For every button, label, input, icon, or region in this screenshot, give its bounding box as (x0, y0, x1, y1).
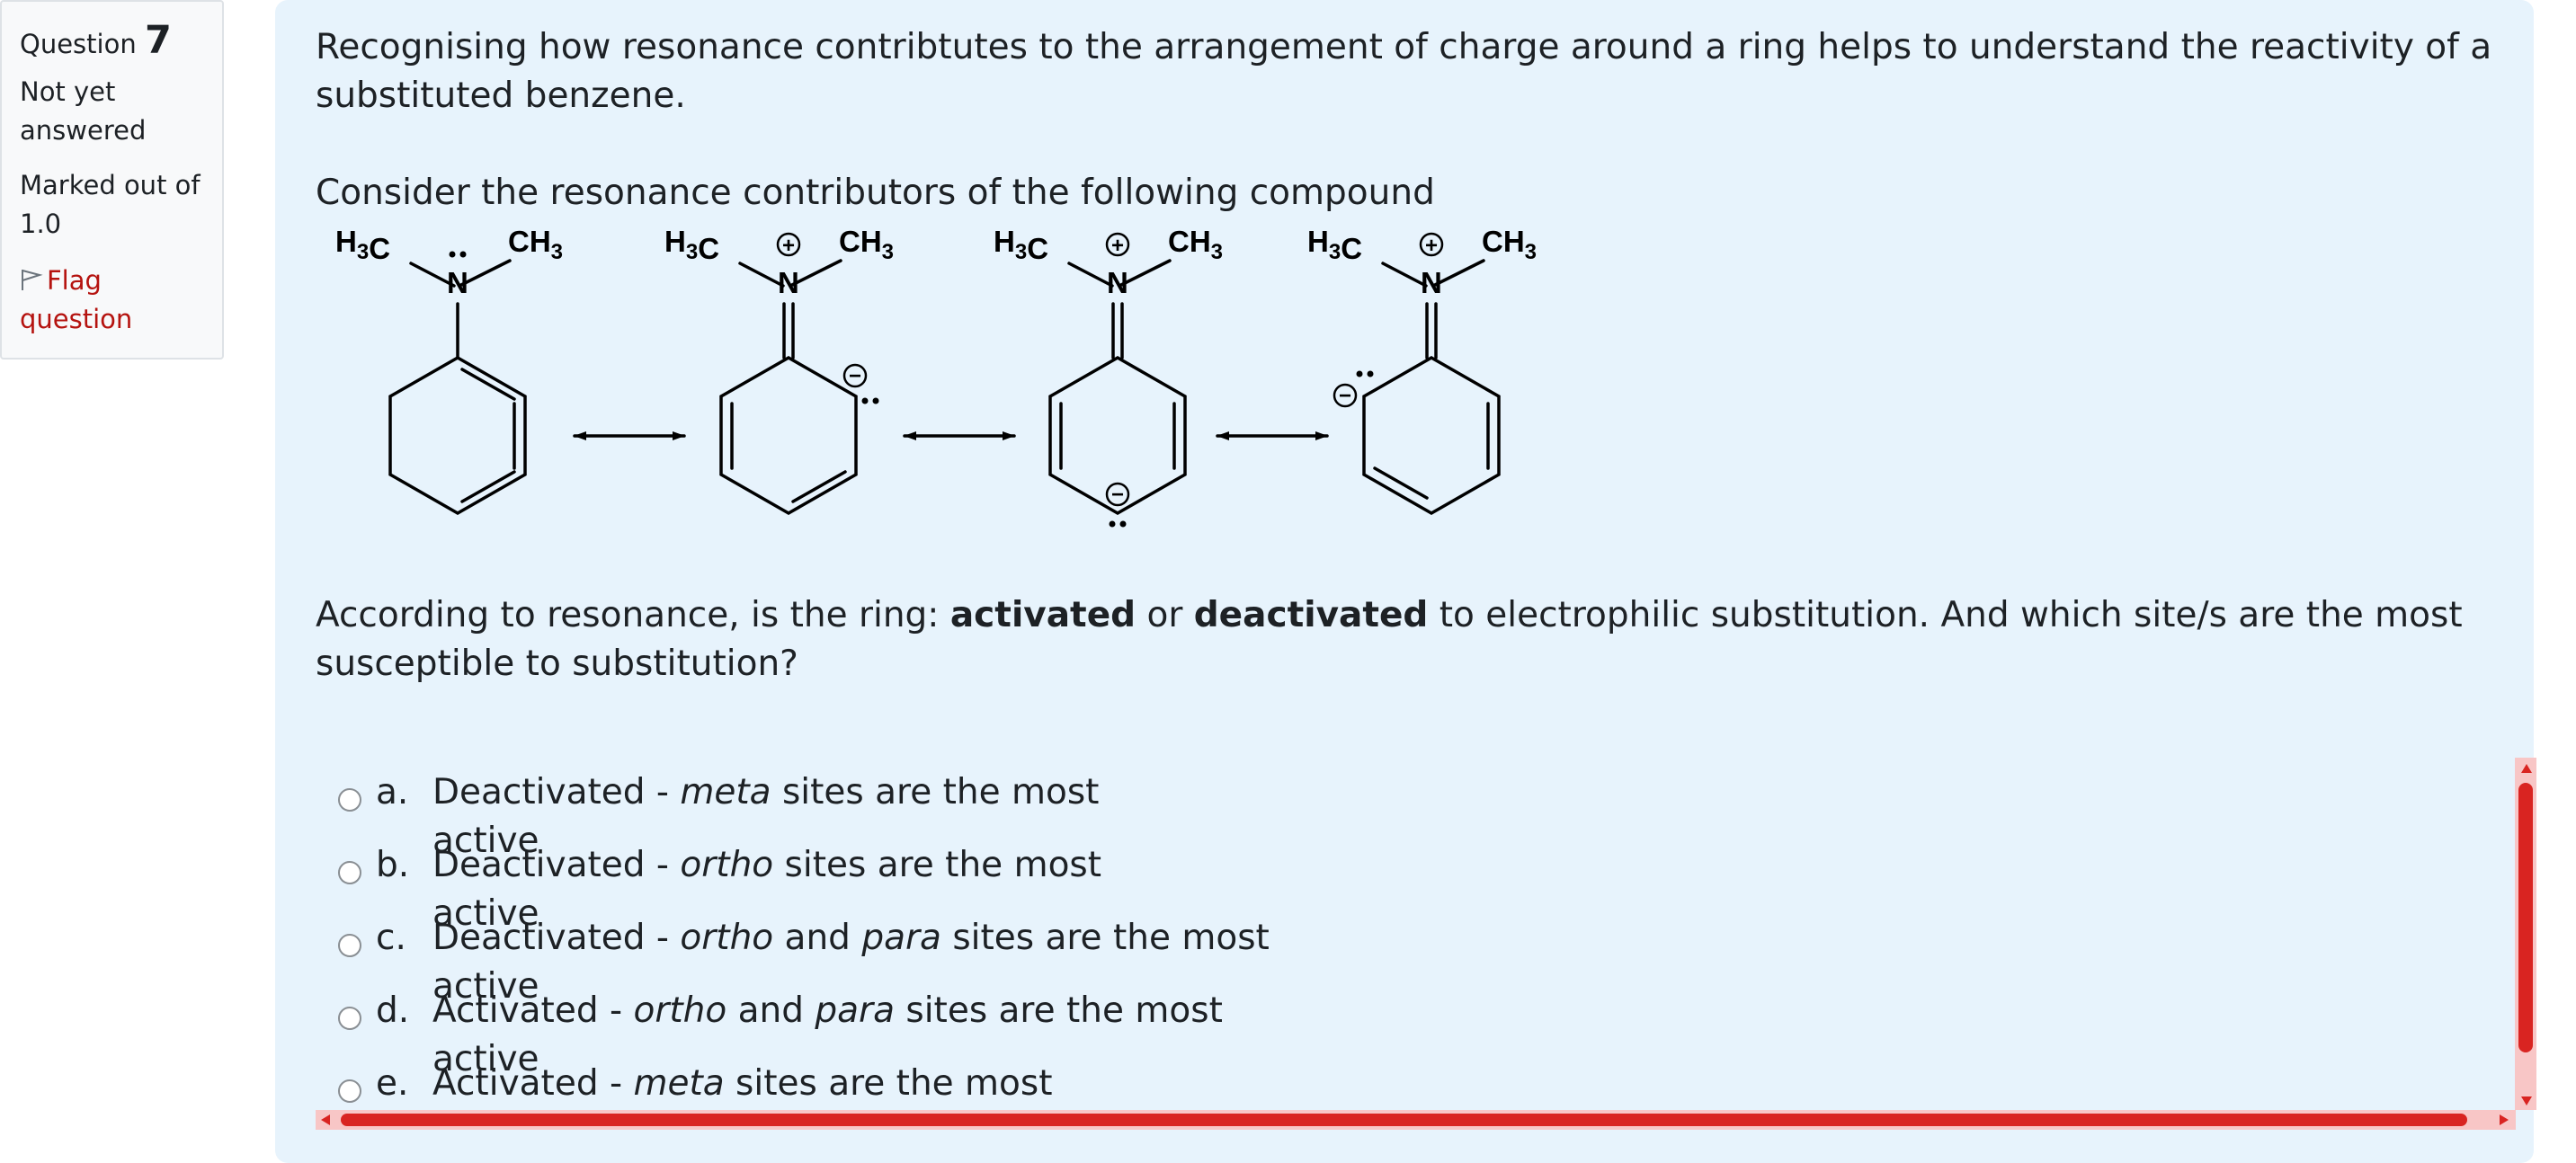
question-number-value: 7 (144, 18, 172, 63)
option-letter: c. (376, 918, 406, 958)
option-d-text-line2: active (432, 1039, 539, 1079)
option-c-text: Deactivated - ortho and para sites are t… (432, 918, 1270, 958)
negative-charge: − (1339, 384, 1351, 408)
flag-question-label: Flag question (20, 265, 133, 334)
ch3-label: CH3 (1168, 225, 1223, 264)
question-info-panel: Question 7 Not yet answered Marked out o… (0, 0, 224, 360)
radio-a[interactable] (338, 788, 361, 812)
n-label: N (1107, 266, 1128, 299)
positive-charge: + (1425, 234, 1438, 258)
option-b-text-line2: active (432, 893, 539, 934)
structure-1 (388, 259, 527, 516)
positive-charge: + (1111, 234, 1124, 258)
prompt-text: or (1136, 595, 1194, 635)
prompt-text: to electrophilic substitution. And which… (316, 595, 2463, 684)
question-number: Question 7 (20, 22, 222, 64)
scroll-left-arrow-icon[interactable] (321, 1114, 330, 1125)
scroll-down-arrow-icon[interactable] (2521, 1096, 2532, 1105)
flag-question-link[interactable]: Flag question (20, 262, 222, 339)
prompt-text: According to resonance, is the ring: (316, 595, 950, 635)
ch3-label: CH3 (839, 225, 894, 264)
vertical-scroll-thumb[interactable] (2518, 783, 2533, 1052)
answer-options[interactable]: a. Deactivated - meta sites are the most… (316, 758, 2533, 1129)
option-letter: e. (376, 1063, 409, 1104)
structure-4 (1362, 259, 1501, 516)
prompt-deactivated: deactivated (1193, 595, 1429, 635)
positive-charge: + (782, 234, 795, 258)
scroll-up-arrow-icon[interactable] (2521, 764, 2532, 773)
structure-2 (719, 259, 858, 516)
n-label: N (778, 266, 799, 299)
question-intro: Recognising how resonance contribtutes t… (316, 27, 2492, 116)
question-state: Not yet answered (20, 76, 147, 146)
h3c-label: H3C (994, 225, 1048, 265)
prompt-activated: activated (949, 595, 1136, 635)
n-label: N (1421, 266, 1442, 299)
h3c-label: H3C (335, 225, 390, 265)
option-a-text-line2: active (432, 821, 539, 861)
question-consider: Consider the resonance contributors of t… (316, 173, 1435, 213)
radio-c[interactable] (338, 934, 361, 957)
horizontal-scrollbar[interactable] (316, 1110, 2516, 1130)
n-label: N (447, 266, 468, 299)
scroll-right-arrow-icon[interactable] (2500, 1114, 2509, 1125)
structure-3 (1048, 259, 1187, 516)
option-letter: a. (376, 772, 409, 812)
option-c-text-line2: active (432, 966, 539, 1007)
question-prompt: According to resonance, is the ring: act… (316, 591, 2509, 688)
option-b-text: Deactivated - ortho sites are the most (432, 845, 1102, 885)
vertical-scrollbar[interactable] (2515, 758, 2536, 1110)
option-d-text: Activated - ortho and para sites are the… (432, 990, 1223, 1031)
question-grade: Marked out of 1.0 (20, 170, 201, 239)
option-letter: b. (376, 845, 410, 885)
question-text: Recognising how resonance contribtutes t… (316, 23, 2509, 218)
option-a-text: Deactivated - meta sites are the most (432, 772, 1100, 812)
resonance-structures-diagram: N N N N H3C H3C H3C H3C CH3 CH3 CH3 CH3 … (335, 225, 1537, 528)
h3c-label: H3C (664, 225, 719, 265)
flag-icon (22, 270, 43, 290)
negative-charge: − (1111, 483, 1124, 507)
radio-b[interactable] (338, 861, 361, 884)
ch3-label: CH3 (1482, 225, 1537, 264)
radio-e[interactable] (338, 1079, 361, 1103)
question-label: Question (20, 29, 137, 59)
negative-charge: − (849, 364, 861, 388)
h3c-label: H3C (1307, 225, 1362, 265)
horizontal-scroll-thumb[interactable] (341, 1114, 2467, 1126)
question-content: Recognising how resonance contribtutes t… (275, 0, 2534, 1163)
ch3-label: CH3 (508, 225, 563, 264)
option-e-text: Activated - meta sites are the most (432, 1063, 1053, 1104)
radio-d[interactable] (338, 1007, 361, 1030)
option-letter: d. (376, 990, 410, 1031)
